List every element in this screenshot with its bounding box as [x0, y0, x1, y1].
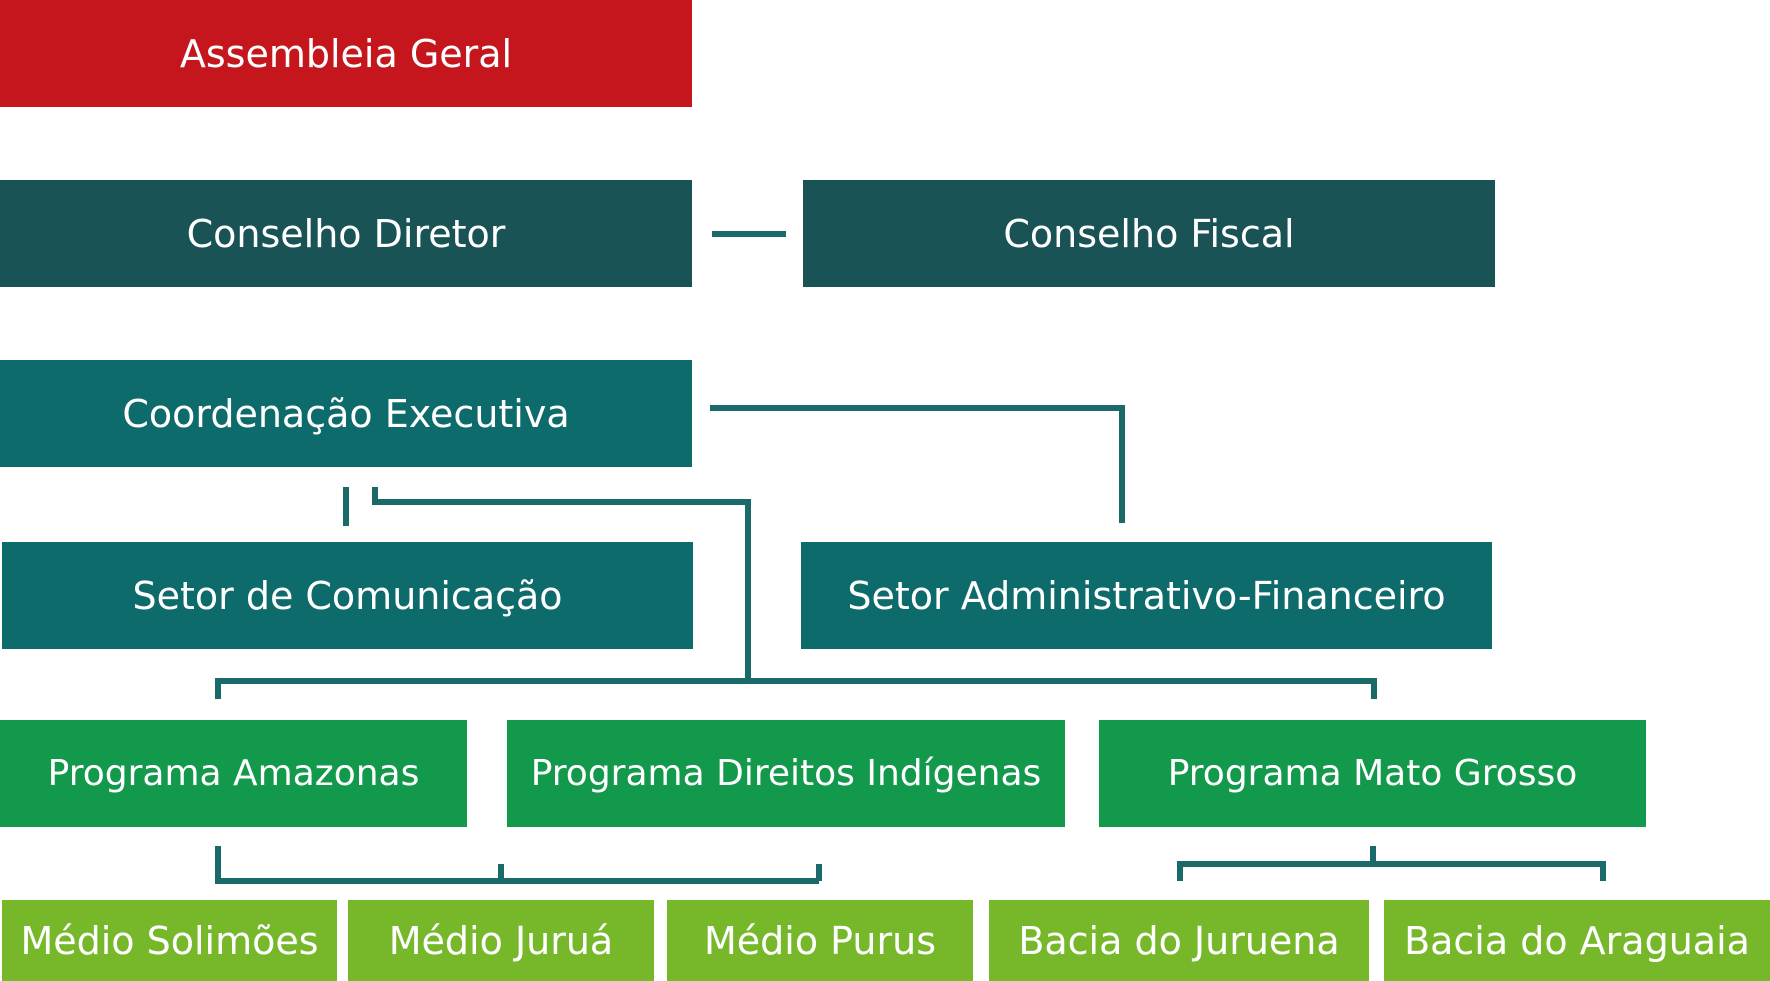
node-label: Bacia do Juruena [1018, 918, 1340, 963]
node-label: Setor Administrativo-Financeiro [847, 573, 1446, 618]
node-setor-comunicacao: Setor de Comunicação [2, 542, 693, 649]
node-medio-solimoes: Médio Solimões [2, 900, 337, 981]
node-conselho-fiscal: Conselho Fiscal [803, 180, 1495, 287]
node-programa-mato-grosso: Programa Mato Grosso [1099, 720, 1646, 827]
node-label: Programa Direitos Indígenas [530, 753, 1042, 794]
node-assembleia-geral: Assembleia Geral [0, 0, 692, 107]
node-bacia-araguaia: Bacia do Araguaia [1384, 900, 1770, 981]
connector-mt-regions [1177, 861, 1606, 881]
node-label: Coordenação Executiva [122, 391, 570, 436]
node-medio-jurua: Médio Juruá [348, 900, 654, 981]
node-medio-purus: Médio Purus [667, 900, 973, 981]
node-label: Setor de Comunicação [132, 573, 563, 618]
node-setor-administrativo: Setor Administrativo-Financeiro [801, 542, 1492, 649]
node-programa-direitos-indigenas: Programa Direitos Indígenas [507, 720, 1065, 827]
node-bacia-juruena: Bacia do Juruena [989, 900, 1369, 981]
connector-coord-programas [372, 487, 751, 681]
node-label: Bacia do Araguaia [1404, 918, 1750, 963]
node-programa-amazonas: Programa Amazonas [0, 720, 467, 827]
node-label: Conselho Diretor [186, 211, 506, 256]
node-label: Médio Purus [703, 918, 936, 963]
node-label: Médio Juruá [388, 918, 614, 963]
node-label: Programa Mato Grosso [1167, 753, 1578, 794]
connector-programs-bar [215, 678, 1377, 699]
connector-coord-administrativo [710, 405, 1125, 523]
node-label: Programa Amazonas [47, 753, 420, 794]
node-conselho-diretor: Conselho Diretor [0, 180, 692, 287]
node-label: Assembleia Geral [179, 31, 513, 76]
node-label: Conselho Fiscal [1003, 211, 1295, 256]
connector-amazonas-regions [215, 846, 819, 884]
node-coordenacao-executiva: Coordenação Executiva [0, 360, 692, 467]
node-label: Médio Solimões [20, 918, 319, 963]
